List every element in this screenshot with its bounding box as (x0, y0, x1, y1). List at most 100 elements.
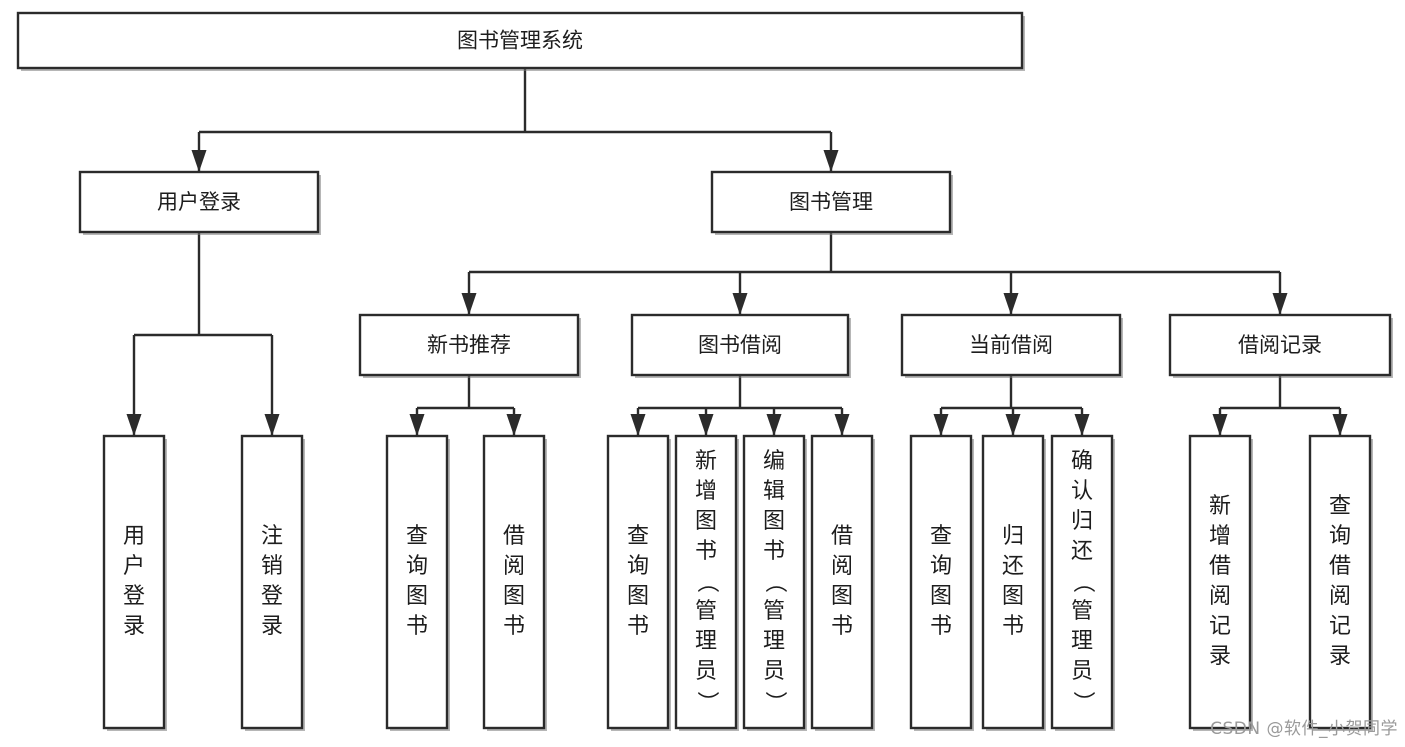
node-box[interactable] (710, 170, 952, 234)
node-label-char: 辑 (763, 479, 785, 504)
arrow-head-icon (1003, 293, 1019, 315)
node-label-char: ） (694, 691, 719, 713)
node-box[interactable] (482, 434, 546, 730)
node-box[interactable] (358, 313, 580, 377)
node-label: 图书管理系统 (457, 29, 583, 53)
node-label-char: 书 (406, 614, 428, 639)
node-box[interactable] (810, 434, 874, 730)
node-label-char: 户 (123, 554, 145, 579)
node-label-char: 用 (123, 524, 145, 549)
node-label-char: 登 (261, 584, 283, 609)
node-label-char: 图 (627, 584, 649, 609)
node-user-login[interactable]: 用户登录 (78, 170, 321, 235)
node-box[interactable] (1050, 434, 1114, 730)
node-box[interactable] (630, 313, 850, 377)
node-label-char: （ (694, 571, 719, 593)
node-root[interactable]: 图书管理系统 (16, 11, 1025, 71)
node-label-char: 增 (695, 479, 717, 504)
node-label-char: ） (1070, 691, 1095, 713)
node-borrow-record[interactable]: 借阅记录 (1168, 313, 1393, 378)
node-label-char: 图 (763, 509, 785, 534)
node-book-borrow[interactable]: 图书借阅 (630, 313, 851, 378)
node-label: 借阅记录 (1238, 333, 1322, 357)
node-label-char: 查 (1329, 494, 1351, 519)
node-label-char: 图 (695, 509, 717, 534)
node-label-char: 阅 (831, 554, 853, 579)
node-label-char: 还 (1002, 554, 1024, 579)
node-label-char: 员 (763, 659, 785, 684)
node-label-char: 询 (1329, 524, 1351, 549)
arrow-head-icon (630, 414, 646, 436)
arrow-head-icon (823, 150, 839, 172)
node-label-char: 管 (763, 599, 785, 624)
arrow-head-icon (126, 414, 142, 436)
node-box[interactable] (742, 434, 806, 730)
node-label-char: 理 (1071, 629, 1093, 654)
node-label-char: 录 (261, 614, 283, 639)
arrow-head-icon (506, 414, 522, 436)
node-label-char: 员 (695, 659, 717, 684)
node-layer: 图书管理系统用户登录图书管理新书推荐图书借阅当前借阅借阅记录用户登录注销登录查询… (16, 11, 1393, 731)
arrow-head-icon (698, 414, 714, 436)
node-box[interactable] (1188, 434, 1252, 730)
node-book-manage[interactable]: 图书管理 (710, 170, 953, 235)
node-label-char: 新 (695, 449, 717, 474)
node-label-char: 查 (930, 524, 952, 549)
node-box[interactable] (674, 434, 738, 730)
node-box[interactable] (102, 434, 166, 730)
node-label-char: 阅 (1329, 584, 1351, 609)
node-label-char: 书 (695, 539, 717, 564)
node-new-book-recommend[interactable]: 新书推荐 (358, 313, 581, 378)
node-label-char: 书 (763, 539, 785, 564)
node-box[interactable] (1308, 434, 1372, 730)
node-box[interactable] (981, 434, 1045, 730)
node-label-char: 询 (930, 554, 952, 579)
node-label-char: 书 (930, 614, 952, 639)
arrow-head-icon (191, 150, 207, 172)
node-label-char: 编 (763, 449, 785, 474)
node-box[interactable] (385, 434, 449, 730)
node-label-char: 管 (695, 599, 717, 624)
node-box[interactable] (900, 313, 1122, 377)
node-box[interactable] (606, 434, 670, 730)
node-box[interactable] (78, 170, 320, 234)
node-current-borrow[interactable]: 当前借阅 (900, 313, 1123, 378)
node-label-char: 理 (763, 629, 785, 654)
node-label-char: 书 (831, 614, 853, 639)
arrow-head-icon (1272, 293, 1288, 315)
node-leaf-user-login[interactable]: 用户登录 (102, 434, 167, 731)
csdn-watermark: CSDN @软件_小贺同学 (1210, 719, 1398, 739)
node-label-char: （ (762, 571, 787, 593)
node-label-char: 查 (627, 524, 649, 549)
node-label-char: 确 (1071, 449, 1093, 474)
arrow-head-icon (933, 414, 949, 436)
node-label-char: 归 (1071, 509, 1093, 534)
node-box[interactable] (1168, 313, 1392, 377)
node-label-char: 记 (1329, 614, 1351, 639)
node-box[interactable] (240, 434, 304, 730)
node-box[interactable] (16, 11, 1024, 70)
node-box[interactable] (909, 434, 973, 730)
node-label-char: 书 (503, 614, 525, 639)
